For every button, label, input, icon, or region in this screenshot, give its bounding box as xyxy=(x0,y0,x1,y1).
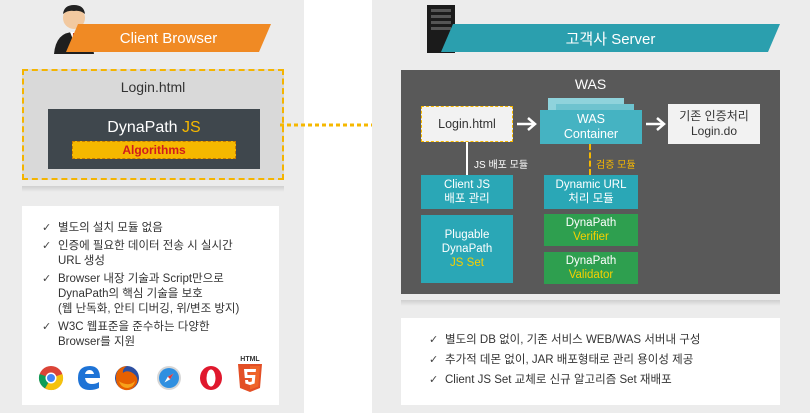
server-login-html-label: Login.html xyxy=(438,116,496,131)
server-login-html-box: Login.html xyxy=(421,106,513,142)
validator-label: Validator xyxy=(568,269,614,281)
validator-box: DynaPath Validator xyxy=(544,252,638,284)
firefox-icon xyxy=(115,366,139,391)
server-banner: 고객사 Server xyxy=(441,24,780,52)
client-js-label: Client JS 배포 관리 xyxy=(443,179,491,205)
login-html-card: Login.html DynaPath JS Algorithms xyxy=(22,69,284,180)
algorithms-box: Algorithms xyxy=(72,141,236,159)
client-feature-item: Browser 내장 기술과 Script만으로 DynaPath의 핵심 기술… xyxy=(42,272,267,317)
edge-icon xyxy=(78,366,100,390)
was-title: WAS xyxy=(574,76,607,92)
legacy-auth-box: 기존 인증처리 Login.do xyxy=(668,104,760,144)
was-container-box: WAS Container xyxy=(540,110,642,144)
dynapath-js-title: DynaPath JS xyxy=(48,119,260,137)
was-shadow xyxy=(401,300,780,306)
client-feature-item: 별도의 설치 모듈 없음 xyxy=(42,221,267,236)
js-module-label: JS 배포 모듈 xyxy=(474,160,529,171)
plugable-js-set-box: Plugable DynaPath JS Set xyxy=(421,215,513,283)
server-feature-item: Client JS Set 교체로 신규 알고리즘 Set 재배포 xyxy=(429,373,768,388)
dynamic-url-box: Dynamic URL 처리 모듈 xyxy=(544,175,638,209)
algorithms-label: Algorithms xyxy=(122,143,186,157)
verify-module-label: 검증 모듈 xyxy=(596,160,636,171)
arrow-right-icon xyxy=(646,117,666,131)
js-label: JS xyxy=(182,119,201,136)
client-feature-list: 별도의 설치 모듈 없음 인증에 필요한 데이터 전송 시 실시간 URL 생성… xyxy=(22,206,279,405)
server-title: 고객사 Server xyxy=(565,30,656,48)
opera-icon xyxy=(200,366,222,390)
client-browser-banner: Client Browser xyxy=(66,24,271,52)
html5-label: HTML xyxy=(240,356,260,363)
client-browser-title: Client Browser xyxy=(119,29,218,47)
card-shadow xyxy=(22,186,284,192)
server-feature-item: 추가적 데몬 없이, JAR 배포형태로 관리 용이성 제공 xyxy=(429,353,768,368)
login-html-title: Login.html xyxy=(120,79,186,95)
client-feature-item: 인증에 필요한 데이터 전송 시 실시간 URL 생성 xyxy=(42,239,267,269)
js-module-connector xyxy=(466,142,468,175)
server-feature-item: 별도의 DB 없이, 기존 서비스 WEB/WAS 서버내 구성 xyxy=(429,333,768,348)
was-container-label: WAS Container xyxy=(563,112,619,141)
dynamic-url-label: Dynamic URL 처리 모듈 xyxy=(555,179,627,205)
legacy-auth-label: 기존 인증처리 Login.do xyxy=(679,109,749,138)
dynapath-label: DynaPath xyxy=(107,119,178,136)
js-set-label: JS Set xyxy=(450,257,484,269)
chrome-icon xyxy=(38,366,64,391)
html5-icon: HTML xyxy=(236,356,264,392)
client-feature-item: W3C 웹표준을 준수하는 다양한 Browser를 지원 xyxy=(42,320,267,350)
plugable-label: Plugable DynaPath xyxy=(441,229,493,255)
server-feature-list: 별도의 DB 없이, 기존 서비스 WEB/WAS 서버내 구성 추가적 데몬 … xyxy=(401,318,780,405)
verifier-name: DynaPath xyxy=(565,217,617,229)
client-js-box: Client JS 배포 관리 xyxy=(421,175,513,209)
verifier-box: DynaPath Verifier xyxy=(544,214,638,246)
verify-module-connector xyxy=(589,144,591,175)
validator-name: DynaPath xyxy=(565,255,617,267)
verifier-label: Verifier xyxy=(573,231,609,243)
safari-icon xyxy=(157,366,181,390)
dynapath-js-box: DynaPath JS Algorithms xyxy=(48,109,260,169)
arrow-right-icon xyxy=(517,117,537,131)
